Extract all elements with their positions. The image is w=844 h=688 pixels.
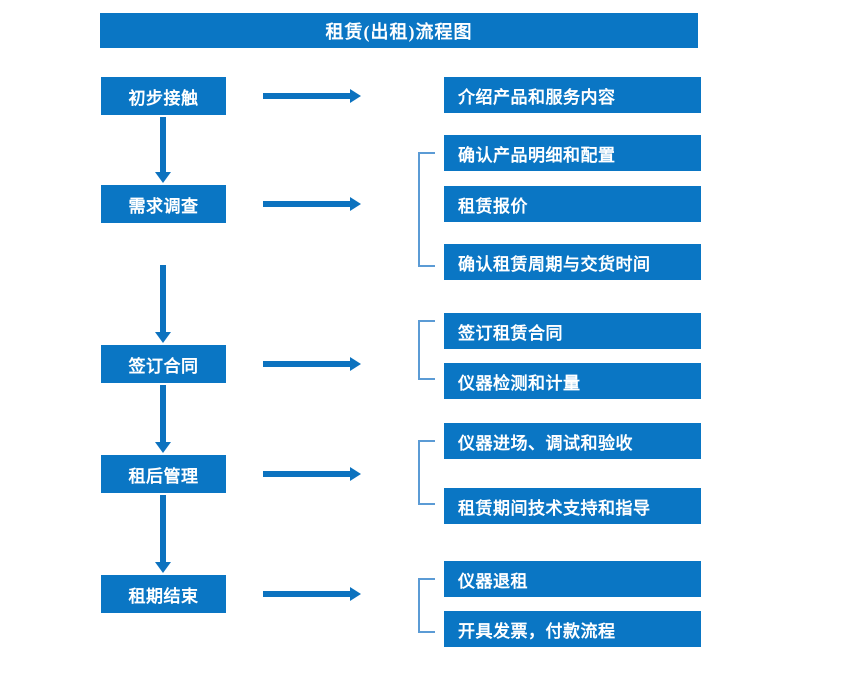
horizontal-arrow-post-rental-management — [263, 467, 361, 481]
stage-box-requirement-survey[interactable]: 需求调查 — [101, 185, 226, 223]
detail-box-introduce-products[interactable]: 介绍产品和服务内容 — [444, 77, 701, 113]
detail-box-confirm-rental-period[interactable]: 确认租赁周期与交货时间 — [444, 244, 701, 280]
detail-box-rental-quotation[interactable]: 租赁报价 — [444, 186, 701, 222]
diagram-title: 租赁(出租)流程图 — [100, 13, 698, 48]
horizontal-arrow-requirement-survey — [263, 197, 361, 211]
stage-box-sign-contract[interactable]: 签订合同 — [101, 345, 226, 383]
detail-box-instrument-return[interactable]: 仪器退租 — [444, 561, 701, 597]
detail-box-sign-rental-contract[interactable]: 签订租赁合同 — [444, 313, 701, 349]
stage-box-initial-contact[interactable]: 初步接触 — [101, 77, 226, 115]
stage-box-rental-end[interactable]: 租期结束 — [101, 575, 226, 613]
vertical-arrow-contract-to-management — [155, 385, 171, 453]
detail-box-invoice-payment[interactable]: 开具发票，付款流程 — [444, 611, 701, 647]
horizontal-arrow-rental-end — [263, 587, 361, 601]
stage-box-post-rental-management[interactable]: 租后管理 — [101, 455, 226, 493]
detail-box-instrument-entry-commissioning[interactable]: 仪器进场、调试和验收 — [444, 423, 701, 459]
horizontal-arrow-sign-contract — [263, 357, 361, 371]
horizontal-arrow-initial-contact — [263, 89, 361, 103]
detail-box-instrument-inspection[interactable]: 仪器检测和计量 — [444, 363, 701, 399]
vertical-arrow-initial-to-survey — [155, 117, 171, 183]
group-bracket-rental-end — [418, 578, 435, 633]
vertical-arrow-survey-to-contract — [155, 265, 171, 343]
group-bracket-sign-contract — [418, 320, 435, 380]
detail-box-confirm-product-details[interactable]: 确认产品明细和配置 — [444, 135, 701, 171]
group-bracket-post-rental-management — [418, 440, 435, 505]
detail-box-technical-support[interactable]: 租赁期间技术支持和指导 — [444, 488, 701, 524]
vertical-arrow-management-to-end — [155, 495, 171, 573]
group-bracket-requirement-survey — [418, 152, 435, 267]
